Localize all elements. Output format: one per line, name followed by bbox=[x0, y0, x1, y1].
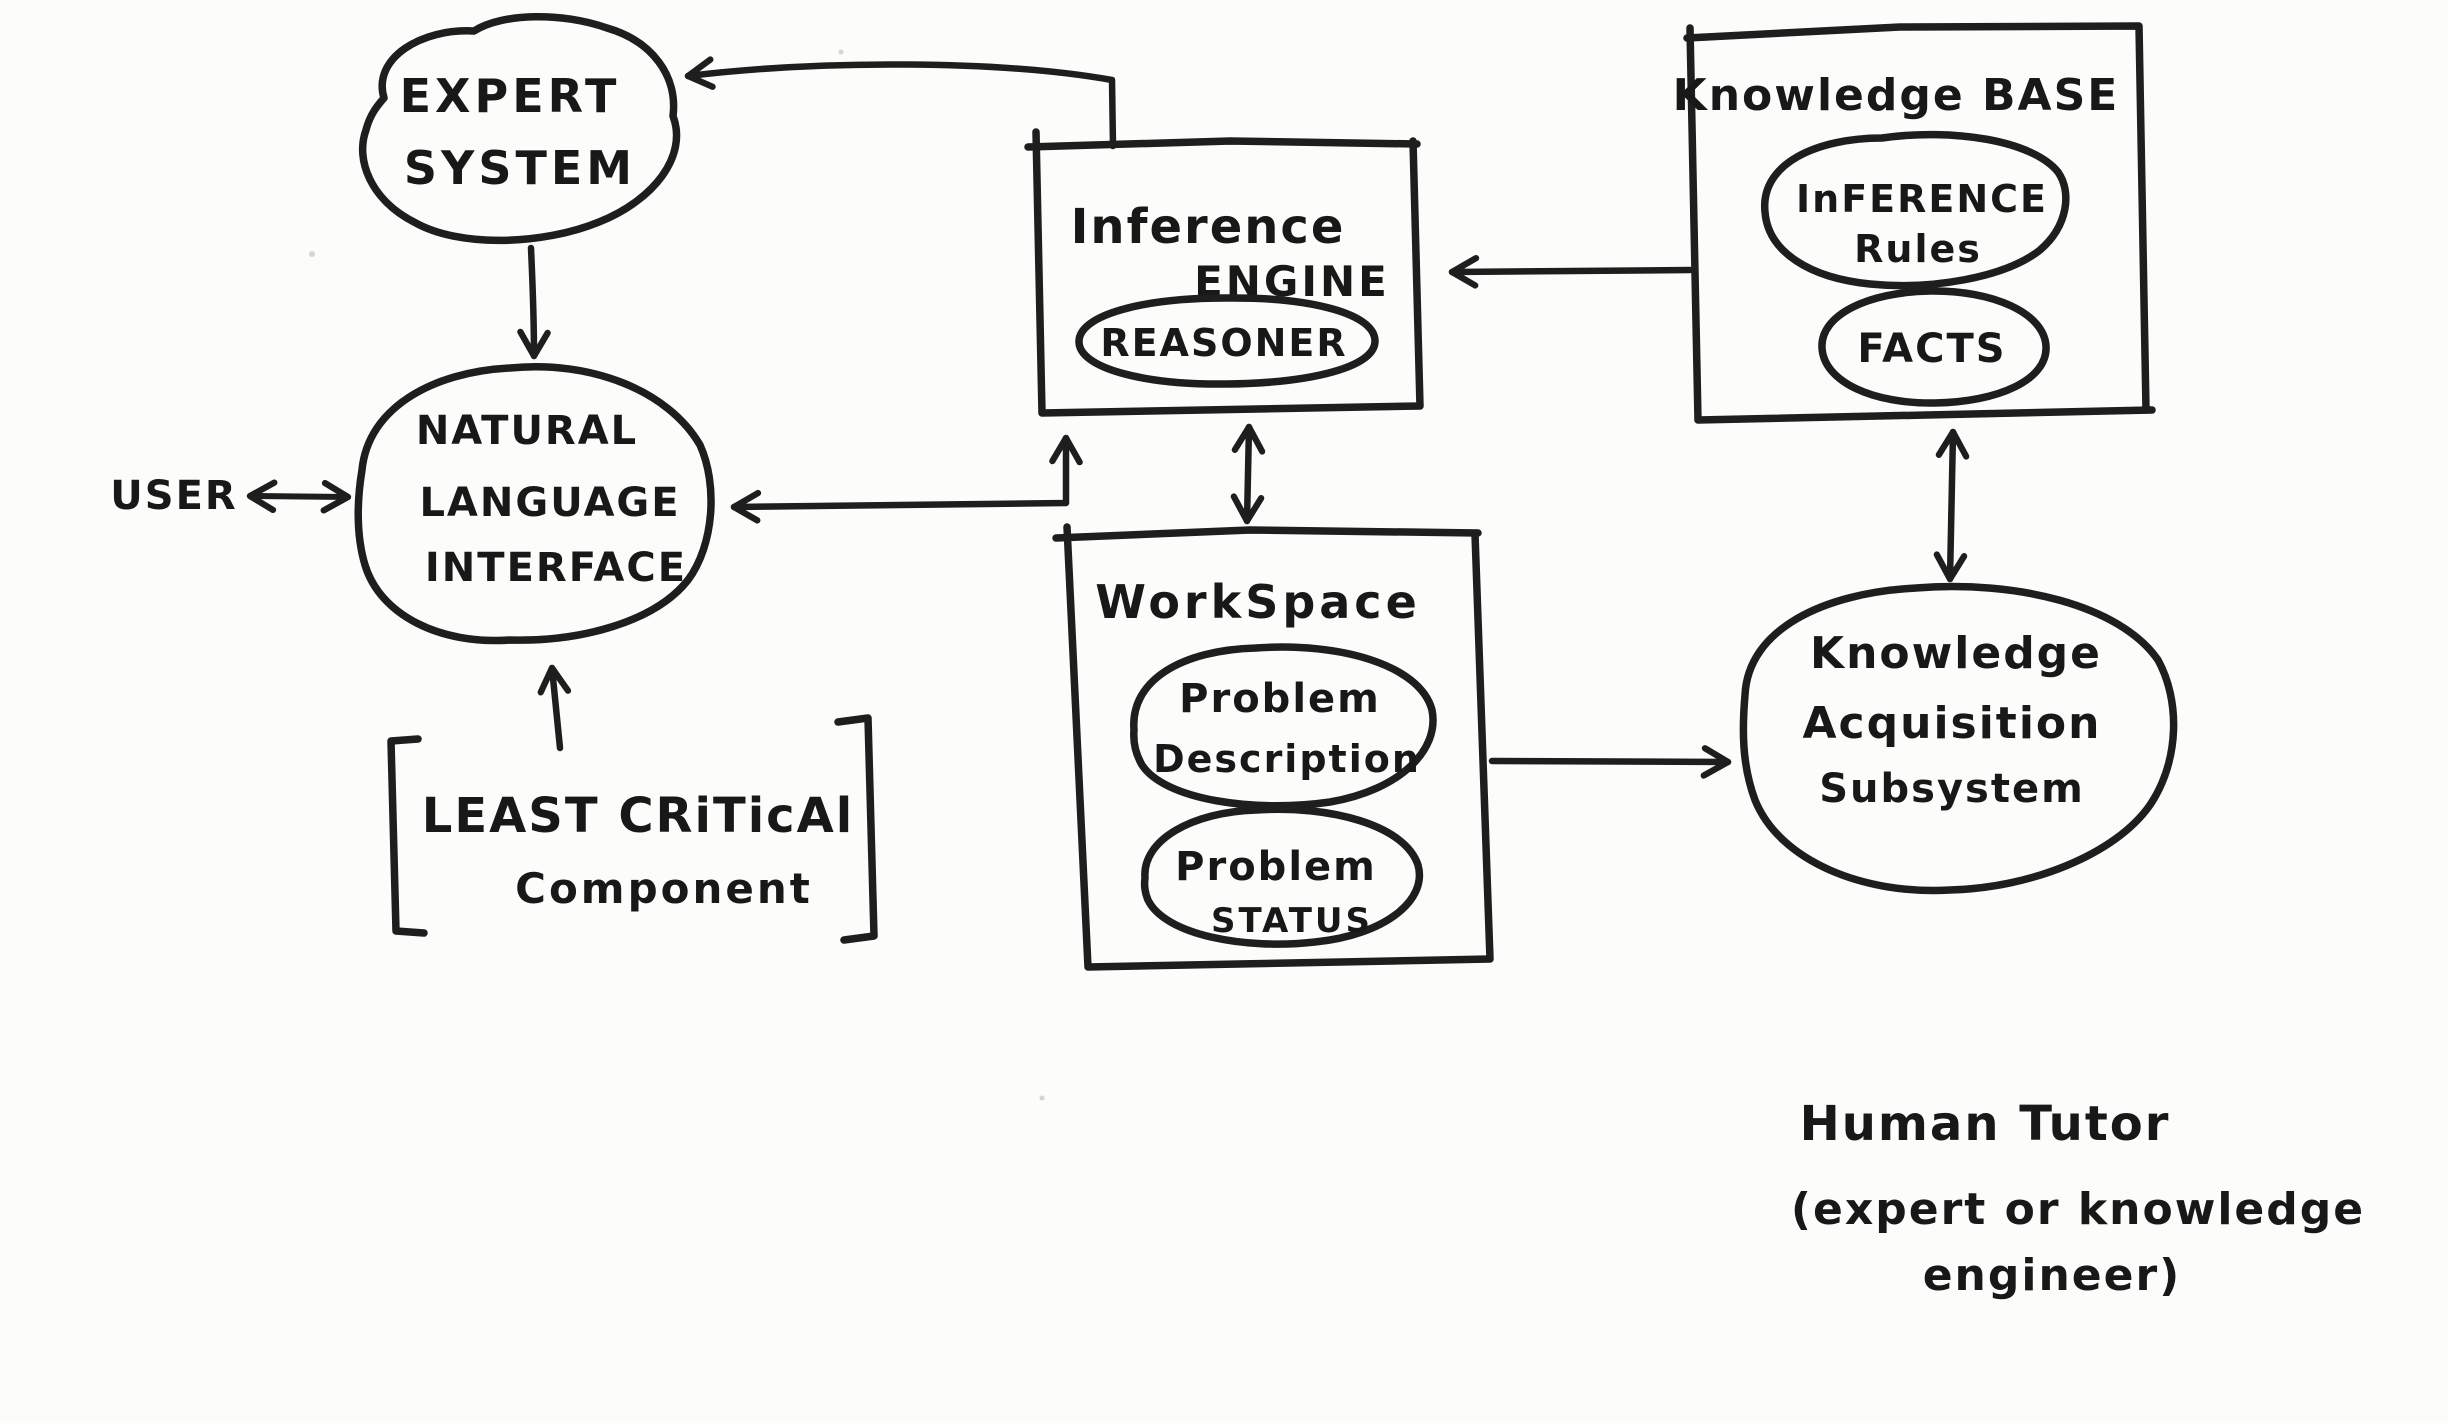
inference-engine-box-top bbox=[1024, 137, 1421, 151]
node-knowledge-acquisition: Knowledge Acquisition Subsystem bbox=[1739, 582, 2178, 895]
edge-user-nli-double-arrow bbox=[246, 479, 352, 514]
edge-knowledge-base-knowledge-acquisition-double-arrow bbox=[1933, 428, 1970, 583]
knowledge-acquisition-line1: Knowledge bbox=[1810, 628, 2102, 679]
problem-description-line1: Problem bbox=[1179, 676, 1381, 722]
human-tutor-line2: (expert or knowledge bbox=[1791, 1184, 2365, 1235]
edge-nli-inference-engine-double-arrow bbox=[730, 434, 1083, 524]
problem-status-oval bbox=[1140, 805, 1424, 948]
human-tutor-line1: Human Tutor bbox=[1800, 1096, 2171, 1152]
problem-status-line1: Problem bbox=[1175, 844, 1377, 890]
problem-status-line2: STATUS bbox=[1211, 901, 1373, 941]
inference-rules-label-line2: Rules bbox=[1854, 227, 1982, 271]
knowledge-base-title: Knowledge BASE bbox=[1673, 70, 2120, 121]
least-critical-label-line1: LEAST CRiTicAl bbox=[422, 788, 854, 844]
edges-layer bbox=[246, 56, 1970, 779]
inference-rules-blob bbox=[1761, 130, 2070, 290]
edge-expert-system-to-nli bbox=[517, 244, 551, 360]
node-inference-engine: Inference ENGINE REASONER bbox=[1024, 128, 1424, 417]
expert-system-outline bbox=[359, 13, 681, 245]
nli-label-line3: INTERFACE bbox=[425, 545, 687, 591]
workspace-box-top bbox=[1052, 526, 1482, 542]
node-least-critical-note: LEAST CRiTicAl Component bbox=[387, 714, 878, 944]
knowledge-acquisition-line3: Subsystem bbox=[1819, 766, 2085, 812]
paper-speck bbox=[309, 251, 315, 257]
nli-outline bbox=[354, 363, 715, 645]
node-natural-language-interface: NATURAL LANGUAGE INTERFACE bbox=[354, 363, 715, 645]
knowledge-base-box-topright bbox=[1683, 22, 2150, 414]
inference-engine-label-line1: Inference bbox=[1071, 199, 1346, 255]
reasoner-oval bbox=[1075, 294, 1379, 388]
facts-oval bbox=[1818, 287, 2050, 407]
problem-description-oval bbox=[1130, 643, 1437, 810]
paper-speck bbox=[838, 49, 844, 55]
workspace-box bbox=[1063, 523, 1494, 971]
edge-inference-engine-to-expert-system bbox=[684, 56, 1117, 150]
edge-knowledge-base-to-inference-engine bbox=[1448, 254, 1694, 289]
expert-system-label-line1: EXPERT bbox=[400, 69, 621, 123]
reasoner-label: REASONER bbox=[1100, 321, 1347, 365]
left-bracket bbox=[387, 735, 428, 937]
node-human-tutor: Human Tutor (expert or knowledge enginee… bbox=[1791, 1096, 2365, 1301]
node-knowledge-base: Knowledge BASE InFERENCE Rules FACTS bbox=[1673, 22, 2156, 424]
edge-inference-engine-workspace-double-arrow bbox=[1230, 423, 1266, 525]
nli-label-line1: NATURAL bbox=[416, 408, 638, 454]
knowledge-acquisition-outline bbox=[1739, 582, 2178, 895]
edge-least-critical-to-nli bbox=[537, 664, 572, 752]
problem-description-line2: Description bbox=[1153, 737, 1421, 781]
expert-system-label-line2: SYSTEM bbox=[404, 141, 636, 195]
knowledge-base-box-leftbottom bbox=[1686, 24, 2156, 424]
right-bracket bbox=[834, 714, 878, 944]
edge-workspace-to-knowledge-acquisition bbox=[1488, 745, 1732, 779]
node-workspace: WorkSpace Problem Description Problem ST… bbox=[1052, 523, 1494, 971]
paper-speck bbox=[1039, 1095, 1045, 1101]
workspace-title: WorkSpace bbox=[1095, 575, 1421, 629]
knowledge-acquisition-line2: Acquisition bbox=[1803, 698, 2102, 749]
human-tutor-line3: engineer) bbox=[1923, 1250, 2182, 1301]
nli-label-line2: LANGUAGE bbox=[419, 480, 680, 526]
inference-engine-box bbox=[1032, 128, 1424, 417]
node-expert-system: EXPERT SYSTEM bbox=[359, 13, 681, 245]
inference-rules-label-line1: InFERENCE bbox=[1796, 177, 2048, 221]
facts-label: FACTS bbox=[1857, 326, 2006, 372]
least-critical-label-line2: Component bbox=[515, 864, 813, 913]
user-label: USER bbox=[110, 473, 237, 519]
